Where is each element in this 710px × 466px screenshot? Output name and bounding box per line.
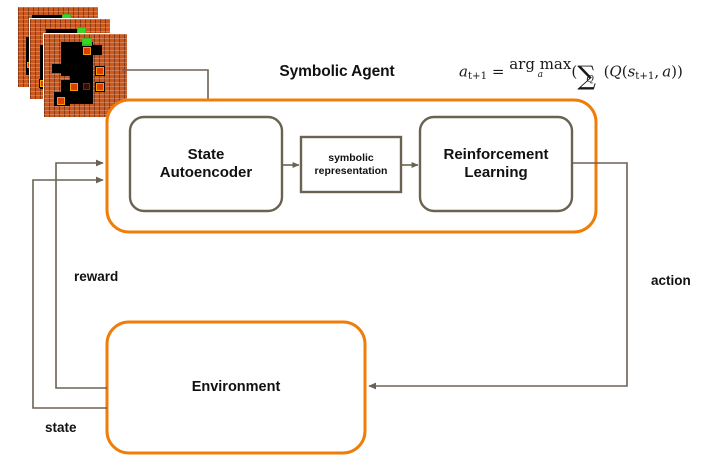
- environment-box[interactable]: [105, 320, 367, 455]
- state-autoencoder-node[interactable]: [128, 115, 284, 213]
- gem-sprite-dark: [82, 82, 91, 91]
- edge-action: [368, 162, 628, 390]
- edge-label-state: state: [45, 420, 77, 435]
- game-state-frames: [0, 0, 130, 125]
- page-title: Symbolic Agent: [279, 63, 395, 80]
- gem-sprite: [82, 46, 92, 56]
- tunnel: [93, 45, 102, 55]
- formula-sum-under: Q: [586, 74, 594, 86]
- edge-reward: [55, 159, 107, 389]
- player-sprite: [77, 27, 86, 35]
- edge-label-reward: reward: [74, 269, 119, 284]
- reinforcement-learning-node[interactable]: [418, 115, 574, 213]
- formula-q: Q: [609, 62, 622, 81]
- tunnel: [46, 29, 78, 34]
- formula-sigma-icon: ∑: [577, 61, 596, 92]
- gem-sprite: [56, 96, 66, 106]
- formula-equals: =: [491, 62, 505, 81]
- gem-sprite: [69, 82, 79, 92]
- formula-action-var: a: [662, 62, 672, 81]
- gem-sprite: [95, 82, 105, 92]
- formula-argmax-under: a: [537, 70, 543, 81]
- player-sprite: [82, 38, 92, 46]
- formula-state: s: [627, 62, 636, 81]
- edge-frames-to-autoencoder: [122, 69, 212, 113]
- game-frame-front: [43, 33, 128, 118]
- tunnel: [70, 64, 93, 104]
- edge-label-action: action: [651, 273, 691, 288]
- formula-state-sub: t+1: [635, 71, 655, 83]
- symbolic-representation-node[interactable]: [299, 135, 403, 194]
- edge-state: [32, 176, 107, 409]
- gem-sprite: [95, 66, 105, 76]
- formula-lhs: a: [459, 62, 468, 81]
- tunnel: [52, 64, 66, 73]
- formula-lhs-sub: t+1: [467, 71, 488, 83]
